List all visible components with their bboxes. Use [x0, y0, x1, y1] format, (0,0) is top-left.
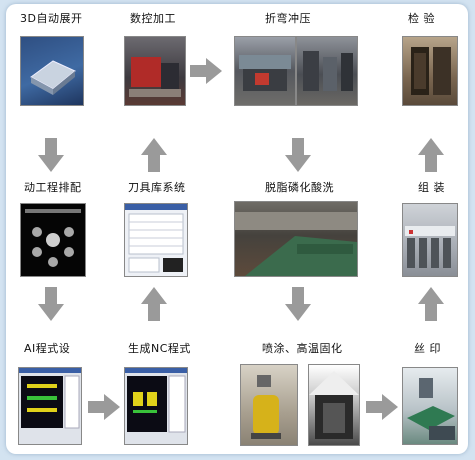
- photo-spray-curing-2: [308, 364, 360, 446]
- photo-spray-curing-1: [240, 364, 298, 446]
- photo-cnc-machining: [124, 36, 186, 106]
- arrow-down-icon: [285, 287, 311, 321]
- arrow-down-icon: [38, 138, 64, 172]
- arrow-right-icon: [88, 394, 120, 420]
- step-label-bending-stamping: 折弯冲压: [265, 12, 311, 25]
- photo-inspection: [402, 36, 458, 106]
- photo-degrease-phosphate: [234, 201, 358, 277]
- arrow-up-icon: [418, 287, 444, 321]
- step-label-degrease-phosphate: 脱脂磷化酸洗: [265, 181, 334, 194]
- arrow-up-icon: [418, 138, 444, 172]
- photo-bending-stamping-1: [234, 36, 296, 106]
- step-label-ai-programming: AI程式设: [24, 342, 71, 355]
- photo-silkscreen: [402, 367, 458, 445]
- photo-tool-library: [124, 203, 188, 277]
- arrow-down-icon: [285, 138, 311, 172]
- arrow-up-icon: [141, 287, 167, 321]
- step-label-tool-library: 刀具库系统: [128, 181, 186, 194]
- step-label-process-scheduling: 动工程排配: [24, 181, 82, 194]
- photo-process-scheduling: [20, 203, 86, 277]
- step-label-spray-curing: 喷涂、高温固化: [262, 342, 343, 355]
- photo-generate-nc: [124, 367, 188, 445]
- step-label-cnc-machining: 数控加工: [130, 12, 176, 25]
- step-label-generate-nc: 生成NC程式: [128, 342, 191, 355]
- arrow-down-icon: [38, 287, 64, 321]
- arrow-right-icon: [190, 58, 222, 84]
- photo-bending-stamping-2: [296, 36, 358, 106]
- arrow-up-icon: [141, 138, 167, 172]
- step-label-silkscreen: 丝 印: [414, 342, 441, 355]
- photo-3d-unfold: [20, 36, 84, 106]
- photo-ai-programming: [18, 367, 82, 445]
- step-label-3d-unfold: 3D自动展开: [20, 12, 83, 25]
- arrow-right-icon: [366, 394, 398, 420]
- step-label-assembly: 组 装: [418, 181, 445, 194]
- photo-assembly: [402, 203, 458, 277]
- step-label-inspection: 检 验: [408, 12, 435, 25]
